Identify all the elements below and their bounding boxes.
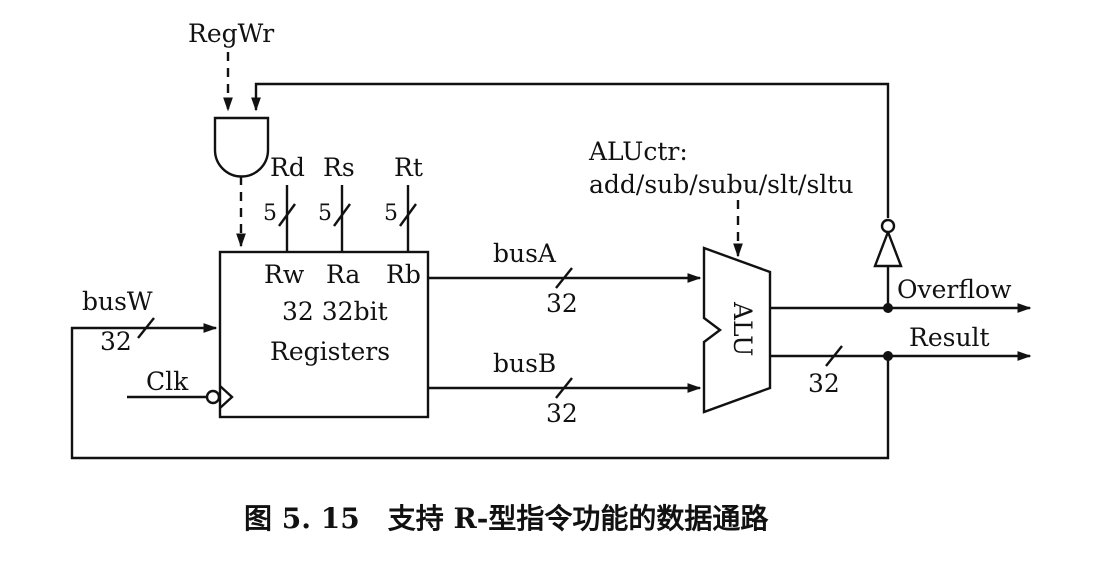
rd-width-slash bbox=[278, 203, 296, 227]
result-width-slash bbox=[825, 345, 843, 367]
overflow-feedback-wire bbox=[251, 82, 890, 218]
alu-label: ALU bbox=[728, 301, 757, 356]
result-width-label: 32 bbox=[808, 369, 840, 398]
clk-label: Clk bbox=[146, 367, 189, 396]
rs-label: Rs bbox=[323, 153, 355, 182]
bus-w-width-label: 32 bbox=[100, 327, 132, 356]
bus-b-width-slash bbox=[555, 377, 573, 399]
rt-width-label: 5 bbox=[384, 201, 398, 226]
bus-a-width-label: 32 bbox=[546, 289, 578, 318]
aluctr-ops-label: add/sub/subu/slt/sltu bbox=[589, 170, 853, 199]
clk-inversion-bubble bbox=[205, 389, 221, 405]
rs-width-label: 5 bbox=[318, 201, 332, 226]
bus-b-label: busB bbox=[493, 349, 556, 378]
register-port-rw: Rw bbox=[264, 260, 305, 289]
aluctr-label: ALUctr: bbox=[588, 137, 688, 166]
alu-block bbox=[702, 246, 772, 414]
inverter-triangle bbox=[873, 228, 903, 268]
bus-w-label: busW bbox=[82, 287, 153, 316]
register-port-rb: Rb bbox=[386, 260, 421, 289]
bus-w-wire bbox=[70, 323, 890, 460]
clk-edge-triangle bbox=[219, 385, 234, 409]
and-gate bbox=[213, 116, 270, 178]
overflow-label: Overflow bbox=[897, 275, 1012, 304]
register-file-line2: Registers bbox=[270, 337, 390, 366]
bus-a-width-slash bbox=[555, 267, 573, 289]
register-file-line1: 32 32bit bbox=[282, 297, 388, 326]
rt-label: Rt bbox=[394, 153, 423, 182]
bus-a-label: busA bbox=[493, 239, 557, 268]
rt-width-slash bbox=[399, 203, 417, 227]
rd-width-label: 5 bbox=[263, 201, 277, 226]
register-file-box bbox=[218, 250, 430, 419]
rs-width-slash bbox=[333, 203, 351, 227]
bus-b-width-label: 32 bbox=[546, 399, 578, 428]
result-label: Result bbox=[909, 323, 990, 352]
regwr-label: RegWr bbox=[188, 19, 274, 48]
inverter-bubble bbox=[880, 218, 896, 234]
result-junction-dot bbox=[883, 351, 893, 361]
rd-label: Rd bbox=[270, 153, 305, 182]
figure-caption: 图 5. 15 支持 R-型指令功能的数据通路 bbox=[244, 502, 769, 535]
bus-w-width-slash bbox=[137, 317, 155, 339]
register-port-ra: Ra bbox=[326, 260, 360, 289]
